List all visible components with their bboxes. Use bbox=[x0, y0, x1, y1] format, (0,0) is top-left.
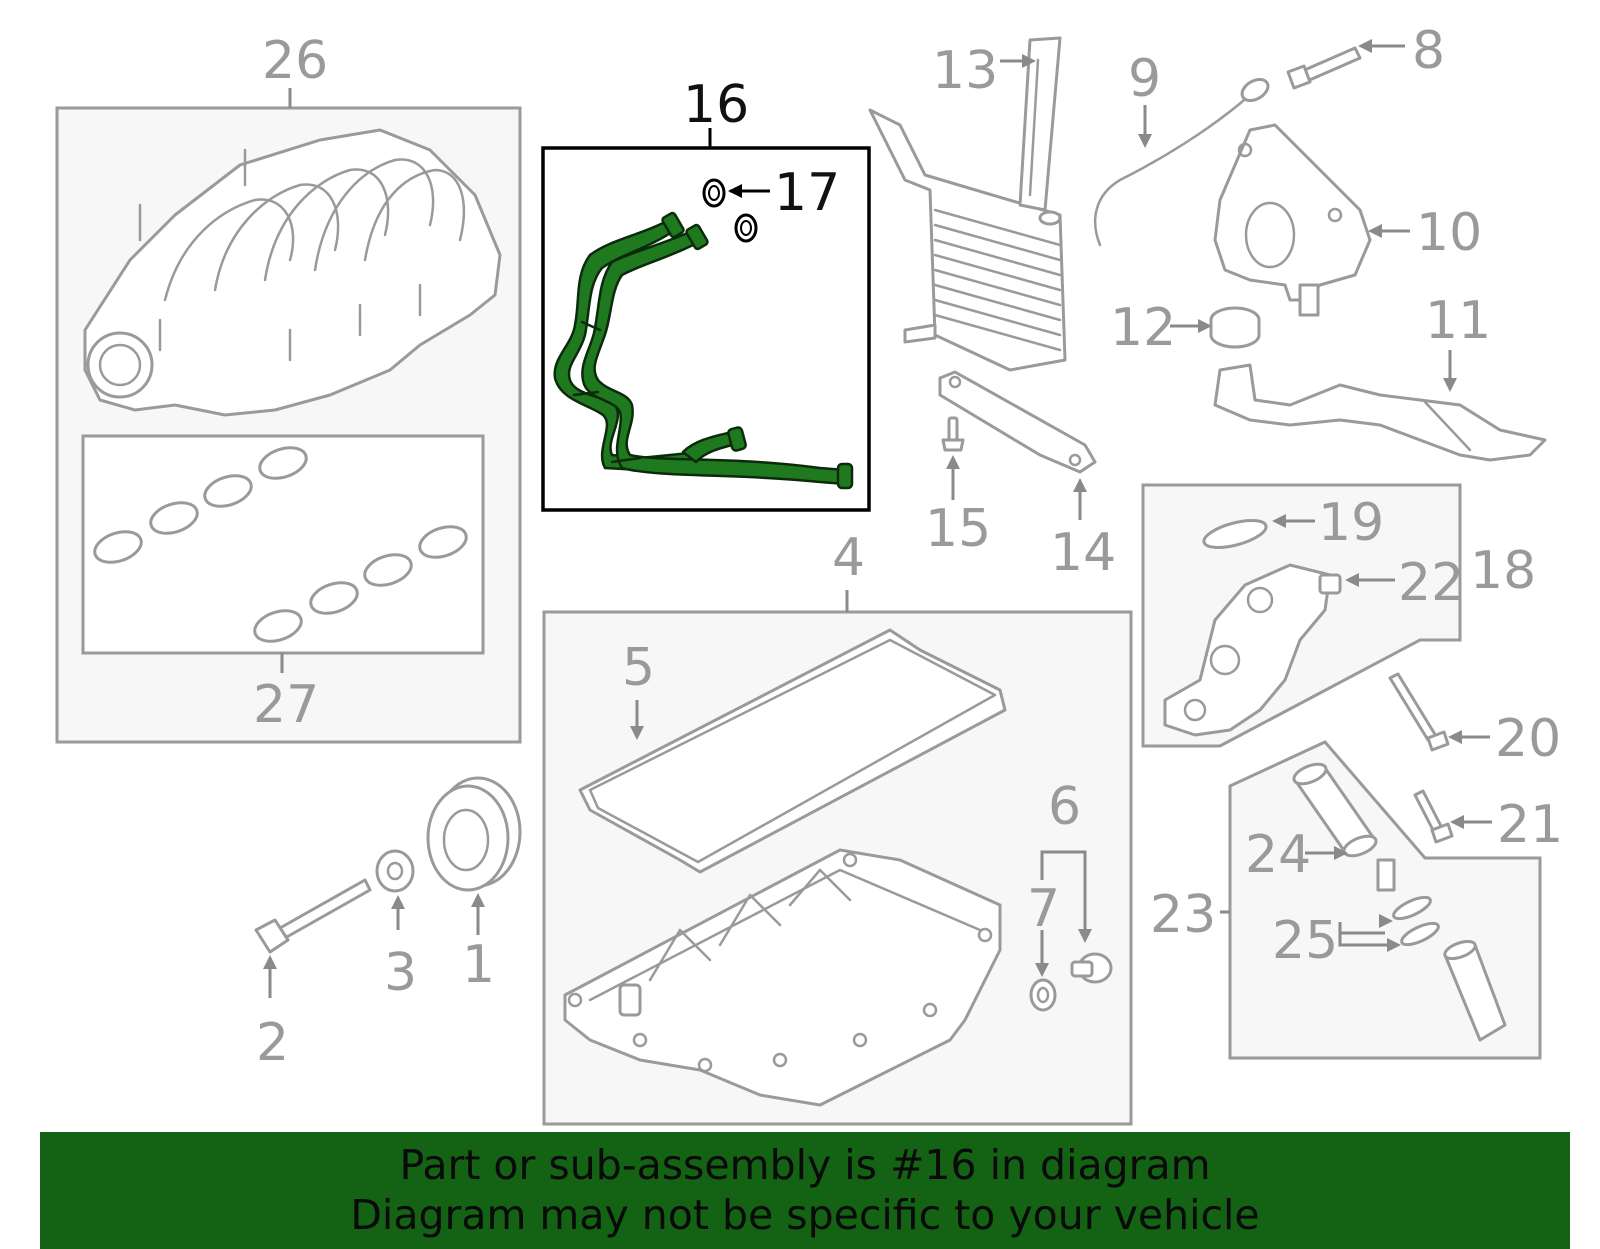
callout-5[interactable]: 5 bbox=[622, 638, 655, 698]
intake-manifold-part[interactable] bbox=[83, 128, 502, 417]
pulley-washer-part[interactable] bbox=[375, 849, 415, 893]
intake-gaskets-part[interactable] bbox=[91, 442, 470, 646]
oil-pan-group: 4 5 bbox=[542, 528, 1133, 1126]
pump-bolt-part[interactable] bbox=[1286, 46, 1362, 90]
pump-seal-ring-part[interactable] bbox=[1209, 306, 1261, 349]
filter-o-rings-part[interactable] bbox=[1376, 858, 1441, 949]
cooler-bolt-part[interactable] bbox=[941, 416, 965, 452]
callout-24[interactable]: 24 bbox=[1245, 825, 1311, 885]
filter-cap-part[interactable] bbox=[1443, 938, 1507, 1042]
callout-15[interactable]: 15 bbox=[925, 499, 991, 559]
hose-assembly-group: 16 17 bbox=[541, 75, 871, 512]
oil-pump-part[interactable] bbox=[1213, 123, 1372, 317]
callout-27[interactable]: 27 bbox=[253, 675, 319, 735]
callout-9[interactable]: 9 bbox=[1128, 49, 1161, 109]
callout-18[interactable]: 18 bbox=[1470, 541, 1536, 601]
callout-21[interactable]: 21 bbox=[1497, 795, 1563, 855]
crankshaft-pulley-part[interactable] bbox=[426, 776, 522, 892]
callout-25[interactable]: 25 bbox=[1272, 911, 1338, 971]
callout-17[interactable]: 17 bbox=[774, 163, 840, 223]
adapter-bolt-long-part[interactable] bbox=[1388, 672, 1450, 752]
callout-6[interactable]: 6 bbox=[1048, 777, 1081, 837]
intake-manifold-group: 26 27 bbox=[55, 31, 522, 744]
callout-3[interactable]: 3 bbox=[384, 943, 417, 1003]
drain-plug-part[interactable] bbox=[1070, 952, 1113, 984]
filter-adapter-group: 18 19 22 bbox=[1141, 483, 1536, 748]
oil-cooler-group: 13 14 15 bbox=[868, 36, 1116, 583]
notice-banner: Part or sub-assembly is #16 in diagram D… bbox=[40, 1132, 1570, 1249]
callout-4[interactable]: 4 bbox=[832, 528, 865, 588]
oil-pan-part[interactable] bbox=[563, 848, 1002, 1107]
oil-pump-group: 9 8 10 12 11 bbox=[1093, 21, 1547, 462]
callout-7[interactable]: 7 bbox=[1027, 879, 1060, 939]
callout-12[interactable]: 12 bbox=[1110, 298, 1176, 358]
filter-adapter-part[interactable] bbox=[1163, 563, 1332, 737]
oil-pickup-tube-part[interactable] bbox=[1213, 363, 1547, 462]
drain-plug-washer-part[interactable] bbox=[1029, 978, 1057, 1012]
cooler-bracket-part[interactable] bbox=[938, 370, 1097, 474]
filter-kit-group: 23 24 25 bbox=[1150, 740, 1542, 1060]
callout-1[interactable]: 1 bbox=[462, 935, 495, 995]
callout-22[interactable]: 22 bbox=[1398, 553, 1464, 613]
callout-20[interactable]: 20 bbox=[1495, 709, 1561, 769]
callout-14[interactable]: 14 bbox=[1050, 523, 1116, 583]
oil-filter-element-part[interactable] bbox=[1291, 760, 1379, 860]
callout-2[interactable]: 2 bbox=[256, 1013, 289, 1073]
callout-8[interactable]: 8 bbox=[1412, 21, 1445, 81]
banner-line-1: Part or sub-assembly is #16 in diagram bbox=[399, 1141, 1211, 1189]
o-ring-seals-part[interactable] bbox=[702, 178, 758, 243]
pulley-bolt-part[interactable] bbox=[254, 878, 372, 954]
oil-cooler-part[interactable] bbox=[868, 36, 1067, 372]
banner-line-2: Diagram may not be specific to your vehi… bbox=[350, 1191, 1260, 1239]
oil-pan-gasket-part[interactable] bbox=[578, 628, 1007, 874]
callout-11[interactable]: 11 bbox=[1425, 291, 1491, 351]
callout-26[interactable]: 26 bbox=[262, 31, 328, 91]
callout-13[interactable]: 13 bbox=[932, 41, 998, 101]
oil-cooler-hose-part[interactable] bbox=[553, 211, 854, 490]
adapter-bolt-short-part[interactable] bbox=[1413, 789, 1454, 844]
sensor-plug-part[interactable] bbox=[1318, 573, 1342, 595]
callout-23[interactable]: 23 bbox=[1150, 885, 1216, 945]
dipstick-tube-part[interactable] bbox=[1093, 75, 1271, 247]
callout-19[interactable]: 19 bbox=[1318, 493, 1384, 553]
filter-seal-ring-part[interactable] bbox=[1201, 515, 1269, 553]
front-pulley-group: 1 3 2 bbox=[254, 776, 522, 1073]
callout-10[interactable]: 10 bbox=[1416, 203, 1482, 263]
callout-16[interactable]: 16 bbox=[683, 75, 749, 135]
